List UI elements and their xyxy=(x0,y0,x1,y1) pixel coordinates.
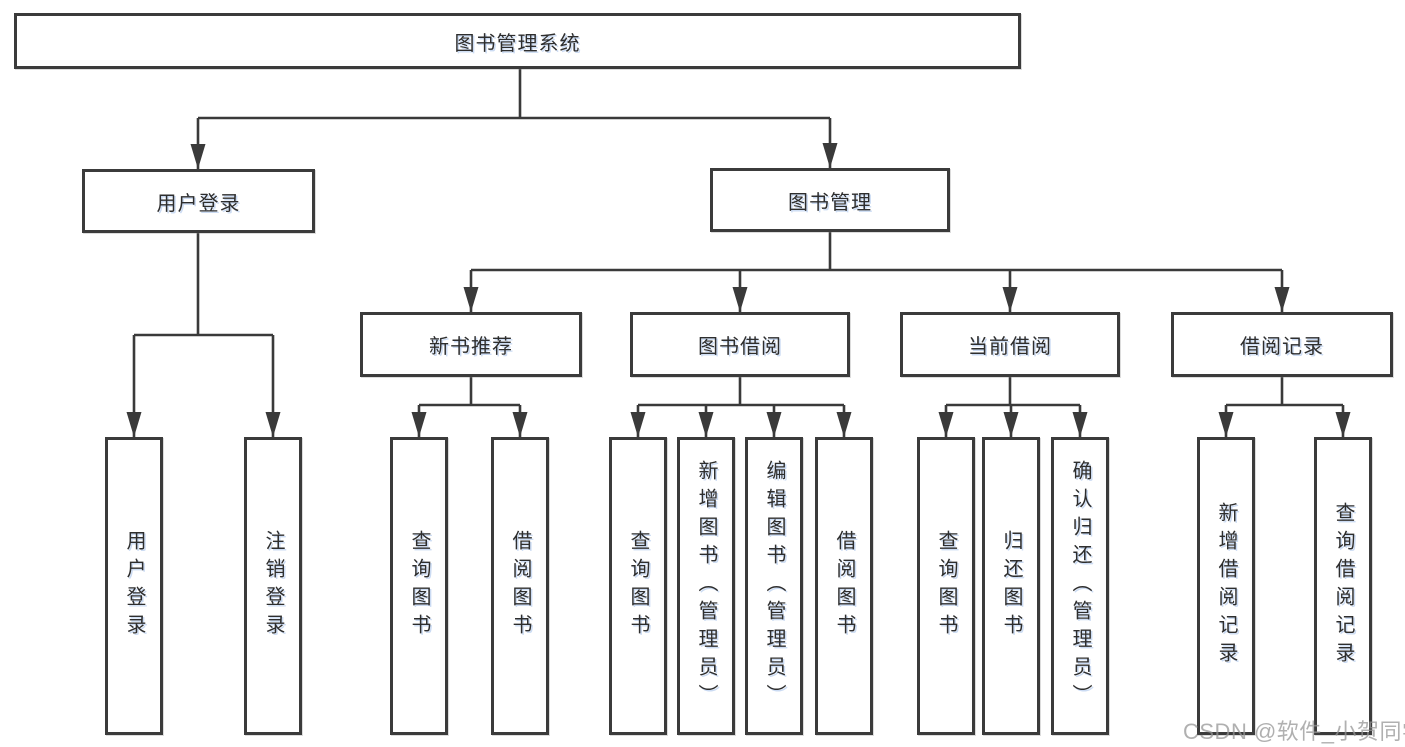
leaf-return-book-label: 归还图书 xyxy=(1000,530,1022,642)
current-borrow-node: 当前借阅 xyxy=(900,312,1120,377)
new-book-recommend-label: 新书推荐 xyxy=(429,336,513,358)
leaf-query-book-3-node: 查询图书 xyxy=(917,437,975,735)
leaf-add-record-label: 新增借阅记录 xyxy=(1215,502,1237,670)
user-login-node: 用户登录 xyxy=(82,169,315,233)
root-node-label: 图书管理系统 xyxy=(454,32,581,55)
book-management-node-label: 图书管理 xyxy=(788,191,872,214)
leaf-query-record-node: 查询借阅记录 xyxy=(1314,437,1372,735)
leaf-borrow-book-2-node: 借阅图书 xyxy=(815,437,873,735)
leaf-borrow-book-2-label: 借阅图书 xyxy=(833,530,855,642)
borrow-records-node: 借阅记录 xyxy=(1171,312,1393,377)
book-management-node: 图书管理 xyxy=(710,168,950,232)
leaf-query-book-1-label: 查询图书 xyxy=(408,530,430,642)
leaf-user-login-label: 用户登录 xyxy=(123,530,145,642)
leaf-logout-label: 注销登录 xyxy=(262,530,284,642)
book-borrow-node: 图书借阅 xyxy=(630,312,850,377)
leaf-add-record-node: 新增借阅记录 xyxy=(1197,437,1255,735)
leaf-query-book-2-label: 查询图书 xyxy=(627,530,649,642)
leaf-logout-node: 注销登录 xyxy=(244,437,302,735)
leaf-query-book-1-node: 查询图书 xyxy=(390,437,448,735)
leaf-confirm-return-node: 确认归还（管理员） xyxy=(1051,437,1109,735)
leaf-query-book-2-node: 查询图书 xyxy=(609,437,667,735)
leaf-confirm-return-label: 确认归还（管理员） xyxy=(1069,460,1091,712)
user-login-node-label: 用户登录 xyxy=(156,192,241,215)
csdn-watermark: CSDN @软件_小贺同学 xyxy=(1183,719,1405,744)
leaf-return-book-node: 归还图书 xyxy=(982,437,1040,735)
leaf-edit-book-node: 编辑图书（管理员） xyxy=(745,437,803,735)
leaf-add-book-label: 新增图书（管理员） xyxy=(695,460,717,712)
leaf-query-book-3-label: 查询图书 xyxy=(935,530,957,642)
leaf-borrow-book-1-label: 借阅图书 xyxy=(509,530,531,642)
book-borrow-label: 图书借阅 xyxy=(698,336,782,358)
leaf-borrow-book-1-node: 借阅图书 xyxy=(491,437,549,735)
leaf-user-login-node: 用户登录 xyxy=(105,437,163,735)
root-node: 图书管理系统 xyxy=(14,13,1021,69)
leaf-query-record-label: 查询借阅记录 xyxy=(1332,502,1354,670)
current-borrow-label: 当前借阅 xyxy=(968,336,1052,358)
leaf-add-book-node: 新增图书（管理员） xyxy=(677,437,735,735)
borrow-records-label: 借阅记录 xyxy=(1240,336,1324,358)
leaf-edit-book-label: 编辑图书（管理员） xyxy=(763,460,785,712)
new-book-recommend-node: 新书推荐 xyxy=(360,312,582,377)
